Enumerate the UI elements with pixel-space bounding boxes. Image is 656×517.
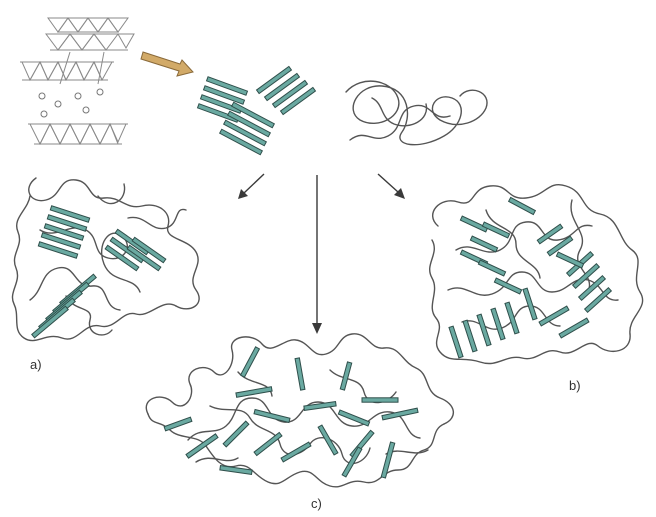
arrow-to-c: [312, 175, 322, 334]
polymer-chains-a: [11, 177, 200, 342]
layered-silicate-structure: [20, 17, 135, 146]
polymer-coil-top: [345, 80, 488, 146]
label-b: b): [569, 378, 581, 393]
platelets-b: [448, 196, 613, 359]
structure-a: [11, 177, 200, 342]
platelet-stack-a3: [31, 273, 97, 339]
label-c: c): [311, 496, 322, 511]
structure-b: [429, 184, 644, 365]
platelet-stack-1: [196, 76, 249, 123]
platelet-stack-a2: [104, 228, 167, 272]
silicate-layer-middle: [20, 51, 114, 85]
polymer-chains-b: [429, 184, 644, 365]
arrow-to-a: [238, 173, 265, 199]
platelet-stack-a1: [37, 205, 91, 259]
silicate-layer-top: [45, 17, 135, 51]
label-a: a): [30, 357, 42, 372]
input-arrow: [140, 51, 194, 77]
platelet-stack-3: [218, 101, 276, 156]
platelets-c: [163, 346, 419, 479]
interlayer-cations: [38, 88, 104, 118]
silicate-layer-bottom: [28, 122, 128, 146]
structure-c: [145, 333, 454, 488]
arrow-to-b: [377, 173, 405, 199]
platelet-stack-2: [255, 65, 317, 116]
separated-platelets-top: [196, 65, 317, 156]
